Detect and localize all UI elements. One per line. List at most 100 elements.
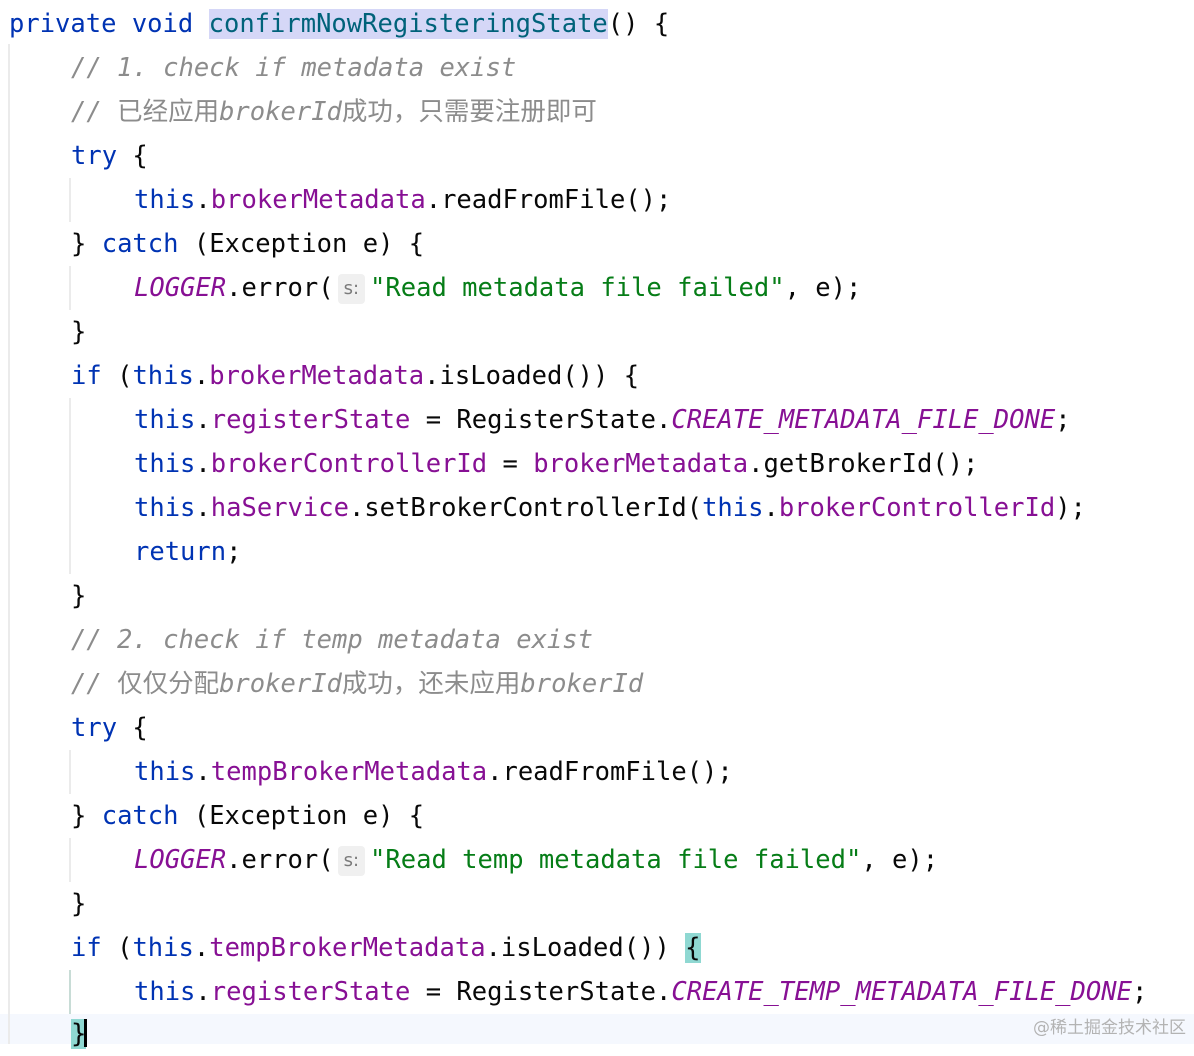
text-caret	[84, 1019, 88, 1047]
indent-guide	[69, 750, 71, 794]
comment-prefix: //	[71, 669, 118, 699]
code-line[interactable]: // 1. check if metadata exist	[71, 46, 516, 90]
code-line[interactable]: // 2. check if temp metadata exist	[71, 618, 593, 662]
indent-guide	[69, 266, 71, 310]
code-line[interactable]: LOGGER.error(s:"Read metadata file faile…	[134, 266, 861, 310]
call-close: );	[1055, 493, 1086, 523]
indent-guide	[69, 398, 71, 574]
field-ha-service: haService	[210, 493, 349, 523]
field-temp-broker-metadata: tempBrokerMetadata	[210, 757, 488, 787]
keyword-catch: catch	[101, 801, 179, 831]
code-line[interactable]: this.haService.setBrokerControllerId(thi…	[134, 486, 1086, 530]
comment-broker-id: brokerId	[219, 669, 342, 699]
indent-guide	[69, 178, 71, 222]
field-broker-metadata: brokerMetadata	[210, 185, 426, 215]
close-brace: }	[71, 317, 87, 347]
code-line[interactable]: this.registerState = RegisterState.CREAT…	[134, 398, 1071, 442]
dot: .	[195, 405, 211, 435]
keyword-try: try	[71, 713, 118, 743]
enum-constant: CREATE_TEMP_METADATA_FILE_DONE	[671, 977, 1132, 1007]
code-line-current[interactable]: }	[71, 1012, 88, 1056]
indent-guide	[8, 44, 10, 1044]
field-register-state: registerState	[210, 977, 411, 1007]
comment-broker-id: brokerId	[520, 669, 644, 699]
code-line[interactable]: } catch (Exception e) {	[71, 794, 424, 838]
keyword-this: this	[134, 449, 196, 479]
dot: .	[195, 185, 211, 215]
keyword-this: this	[702, 493, 764, 523]
error-args-tail: , e);	[784, 273, 862, 303]
dot: .	[195, 977, 211, 1007]
if-open: (	[101, 933, 133, 963]
comment-prefix: //	[71, 97, 118, 127]
keyword-return: return	[134, 537, 227, 567]
field-broker-metadata: brokerMetadata	[533, 449, 749, 479]
close-brace: }	[71, 801, 102, 831]
error-args-tail: , e);	[861, 845, 939, 875]
watermark: @稀土掘金技术社区	[1033, 1018, 1186, 1038]
field-register-state: registerState	[210, 405, 411, 435]
code-line[interactable]: this.brokerMetadata.readFromFile();	[134, 178, 671, 222]
code-line[interactable]: if (this.tempBrokerMetadata.isLoaded()) …	[71, 926, 701, 970]
code-line[interactable]: private void confirmNowRegisteringState(…	[9, 2, 669, 46]
dot: .	[763, 493, 779, 523]
code-line[interactable]: if (this.brokerMetadata.isLoaded()) {	[71, 354, 639, 398]
dot: .	[193, 361, 210, 391]
code-line[interactable]: this.tempBrokerMetadata.readFromFile();	[134, 750, 733, 794]
comment-cjk: 已经应用	[117, 97, 220, 127]
comment-cjk: 成功，只需要注册即可	[341, 97, 597, 127]
keyword-this: this	[132, 933, 194, 963]
code-line[interactable]: LOGGER.error(s:"Read temp metadata file …	[134, 838, 938, 882]
comment-1: // 1. check if metadata exist	[71, 53, 517, 83]
comment-broker-id: brokerId	[219, 97, 342, 127]
exception-param: (Exception e) {	[178, 229, 425, 259]
comment-cjk: 成功，还未应用	[341, 669, 521, 699]
parameter-hint: s:	[337, 846, 366, 876]
semicolon: ;	[1055, 405, 1071, 435]
code-line[interactable]: this.brokerControllerId = brokerMetadata…	[134, 442, 978, 486]
indent-guide	[69, 838, 71, 882]
close-brace: }	[71, 229, 102, 259]
call-error-open: .error(	[226, 845, 334, 875]
field-temp-broker-metadata: tempBrokerMetadata	[209, 933, 486, 963]
code-line[interactable]: try {	[71, 706, 148, 750]
field-broker-controller-id: brokerControllerId	[210, 449, 488, 479]
semicolon: ;	[226, 537, 242, 567]
assign: = RegisterState.	[410, 977, 672, 1007]
code-line[interactable]: } catch (Exception e) {	[71, 222, 424, 266]
call-read-from-file: .readFromFile();	[425, 185, 672, 215]
open-brace: {	[117, 713, 148, 743]
call-set-broker-controller-id: .setBrokerControllerId(	[348, 493, 703, 523]
close-brace: }	[71, 889, 87, 919]
code-line[interactable]: try {	[71, 134, 148, 178]
open-brace: {	[117, 141, 148, 171]
matched-open-brace: {	[685, 933, 701, 963]
call-is-loaded: .isLoaded())	[485, 933, 686, 963]
call-error-open: .error(	[226, 273, 334, 303]
code-line[interactable]: // 仅仅分配brokerId成功，还未应用brokerId	[71, 662, 643, 706]
field-broker-controller-id: brokerControllerId	[778, 493, 1056, 523]
parameter-hint: s:	[337, 274, 366, 304]
comment-2: // 2. check if temp metadata exist	[71, 625, 593, 655]
keyword-void: void	[131, 9, 194, 39]
assign-plain: =	[487, 449, 534, 479]
code-line[interactable]: }	[71, 310, 86, 354]
code-line[interactable]: }	[71, 882, 86, 926]
string-literal: "Read temp metadata file failed"	[370, 845, 862, 875]
code-line[interactable]: return;	[134, 530, 241, 574]
keyword-this: this	[134, 185, 196, 215]
logger-constant: LOGGER	[134, 273, 227, 303]
code-line[interactable]: this.registerState = RegisterState.CREAT…	[134, 970, 1147, 1014]
code-line[interactable]: // 已经应用brokerId成功，只需要注册即可	[71, 90, 597, 134]
call-read-from-file: .readFromFile();	[487, 757, 733, 787]
dot: .	[193, 933, 210, 963]
keyword-this: this	[134, 977, 196, 1007]
signature-tail: () {	[607, 9, 670, 39]
code-line[interactable]: }	[71, 574, 86, 618]
indent-guide-active	[69, 970, 71, 1014]
keyword-this: this	[134, 757, 196, 787]
keyword-this: this	[132, 361, 194, 391]
call-get-broker-id: .getBrokerId();	[748, 449, 979, 479]
method-name[interactable]: confirmNowRegisteringState	[208, 9, 608, 39]
